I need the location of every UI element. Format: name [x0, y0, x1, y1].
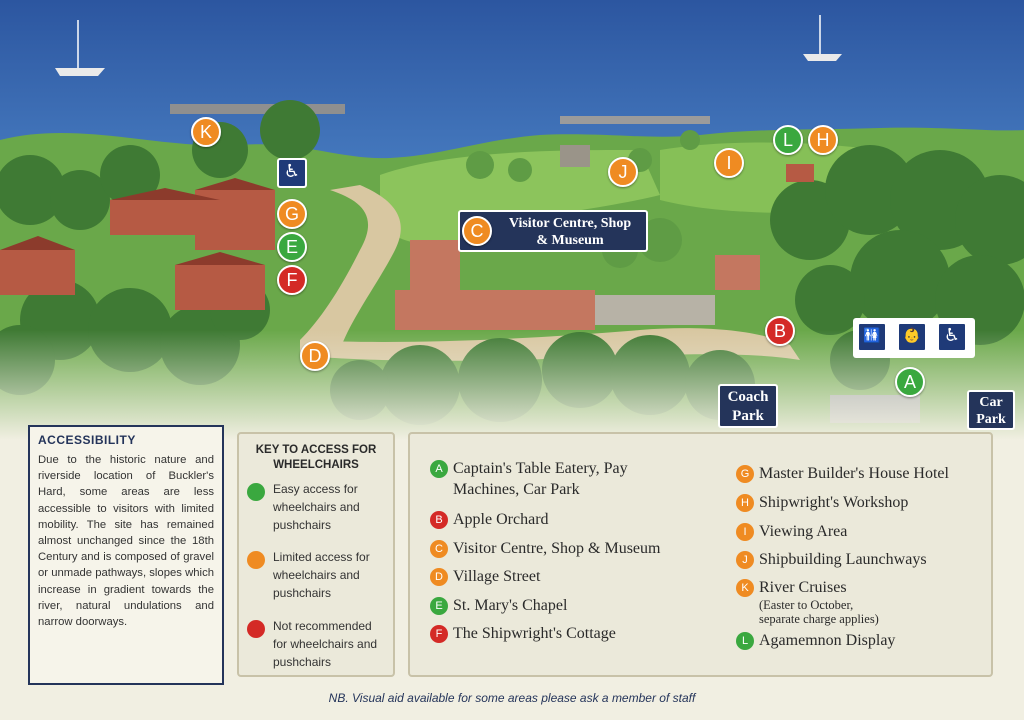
marker-c-icon: C: [430, 540, 448, 558]
marker-d[interactable]: D: [300, 341, 330, 371]
key-item-text: Limited access for wheelchairs and pushc…: [273, 548, 370, 602]
marker-e[interactable]: E: [277, 232, 307, 262]
marker-l-icon: L: [736, 632, 754, 650]
red-dot-icon: [247, 620, 265, 638]
legend-text: River Cruises: [759, 579, 847, 596]
key-line: pushchairs: [273, 655, 332, 669]
car-park-label-line1: Car: [979, 395, 1003, 410]
baby-change-icon: 👶: [897, 322, 927, 352]
key-line: for wheelchairs and: [273, 637, 378, 651]
legend-text: Shipwright's Workshop: [759, 494, 909, 511]
marker-g-icon: G: [736, 465, 754, 483]
marker-c[interactable]: C: [462, 216, 492, 246]
car-park-label-line2: Park: [976, 412, 1006, 427]
accessibility-text: Due to the historic nature and riverside…: [38, 454, 214, 629]
legend-text: Apple Orchard: [453, 511, 549, 528]
marker-a-icon: A: [430, 460, 448, 478]
key-title-line1: KEY TO ACCESS FOR: [255, 444, 377, 456]
marker-g[interactable]: G: [277, 199, 307, 229]
legend-line: Captain's Table Eatery, Pay: [453, 460, 628, 477]
marker-i-icon: I: [736, 523, 754, 541]
marker-j[interactable]: J: [608, 157, 638, 187]
legend-text: Captain's Table Eatery, Pay Machines, Ca…: [453, 458, 628, 500]
legend-text: Viewing Area: [759, 523, 848, 540]
key-item-text: Not recommended for wheelchairs and push…: [273, 617, 377, 671]
wheelchair-icon: ♿: [937, 322, 967, 352]
wheelchair-icon: ♿: [277, 158, 307, 188]
jetty-west: [170, 104, 345, 114]
key-title: KEY TO ACCESS FOR WHEELCHAIRS: [239, 443, 393, 473]
footnote: NB. Visual aid available for some areas …: [328, 691, 696, 705]
marker-l[interactable]: L: [773, 125, 803, 155]
marker-h-icon: H: [736, 494, 754, 512]
legend-text: Shipbuilding Launchways: [759, 551, 927, 568]
key-line: pushchairs: [273, 518, 332, 532]
legend-subtext: separate charge applies): [759, 612, 879, 626]
riverside-lawn: [380, 150, 660, 244]
legend-text: Master Builder's House Hotel: [759, 465, 949, 482]
jetty-mid: [560, 116, 710, 124]
marker-j-icon: J: [736, 551, 754, 569]
cottage-roofs: [0, 178, 275, 265]
legend-subtext: (Easter to October,: [759, 598, 854, 612]
marker-k[interactable]: K: [191, 117, 221, 147]
legend-line: Machines, Car Park: [453, 481, 580, 498]
key-title-line2: WHEELCHAIRS: [273, 459, 359, 471]
village-street-path: [300, 185, 401, 350]
green-dot-icon: [247, 483, 265, 501]
car-park-label: Car Park: [967, 390, 1015, 430]
marker-k-icon: K: [736, 579, 754, 597]
wheelchair-key-panel: KEY TO ACCESS FOR WHEELCHAIRS Easy acces…: [237, 432, 395, 677]
toilets-icon: 🚻: [857, 322, 887, 352]
key-line: wheelchairs and: [273, 500, 360, 514]
key-line: Easy access for: [273, 482, 358, 496]
legend-text: St. Mary's Chapel: [453, 597, 568, 614]
key-line: Not recommended: [273, 619, 372, 633]
marker-i[interactable]: I: [714, 148, 744, 178]
marker-b[interactable]: B: [765, 316, 795, 346]
coach-park-label-line1: Coach: [727, 389, 769, 405]
accessibility-panel: ACCESSIBILITY Due to the historic nature…: [28, 425, 224, 685]
marker-b-icon: B: [430, 511, 448, 529]
orange-dot-icon: [247, 551, 265, 569]
key-line: wheelchairs and: [273, 568, 360, 582]
key-line: Limited access for: [273, 550, 370, 564]
marker-a[interactable]: A: [895, 367, 925, 397]
legend-text: Visitor Centre, Shop & Museum: [453, 540, 661, 557]
accessibility-title: ACCESSIBILITY: [38, 433, 136, 447]
marker-f-icon: F: [430, 625, 448, 643]
visitor-centre-label-line2: & Museum: [536, 233, 604, 248]
key-item-text: Easy access for wheelchairs and pushchai…: [273, 480, 360, 534]
marker-h[interactable]: H: [808, 125, 838, 155]
coach-park-label-line2: Park: [732, 408, 764, 424]
coach-park-label: Coach Park: [718, 384, 778, 428]
cottages-west: [0, 190, 275, 310]
marker-d-icon: D: [430, 568, 448, 586]
legend-text: The Shipwright's Cottage: [453, 625, 616, 642]
facilities-icon-group: 🚻 👶 ♿: [853, 318, 975, 358]
location-legend-panel: A Captain's Table Eatery, Pay Machines, …: [408, 432, 993, 677]
legend-text: Village Street: [453, 568, 541, 585]
marker-f[interactable]: F: [277, 265, 307, 295]
marker-e-icon: E: [430, 597, 448, 615]
sailing-boat: [55, 15, 842, 76]
visitor-centre-label-line1: Visitor Centre, Shop: [508, 216, 632, 231]
legend-text: Agamemnon Display: [759, 632, 896, 649]
key-line: pushchairs: [273, 586, 332, 600]
